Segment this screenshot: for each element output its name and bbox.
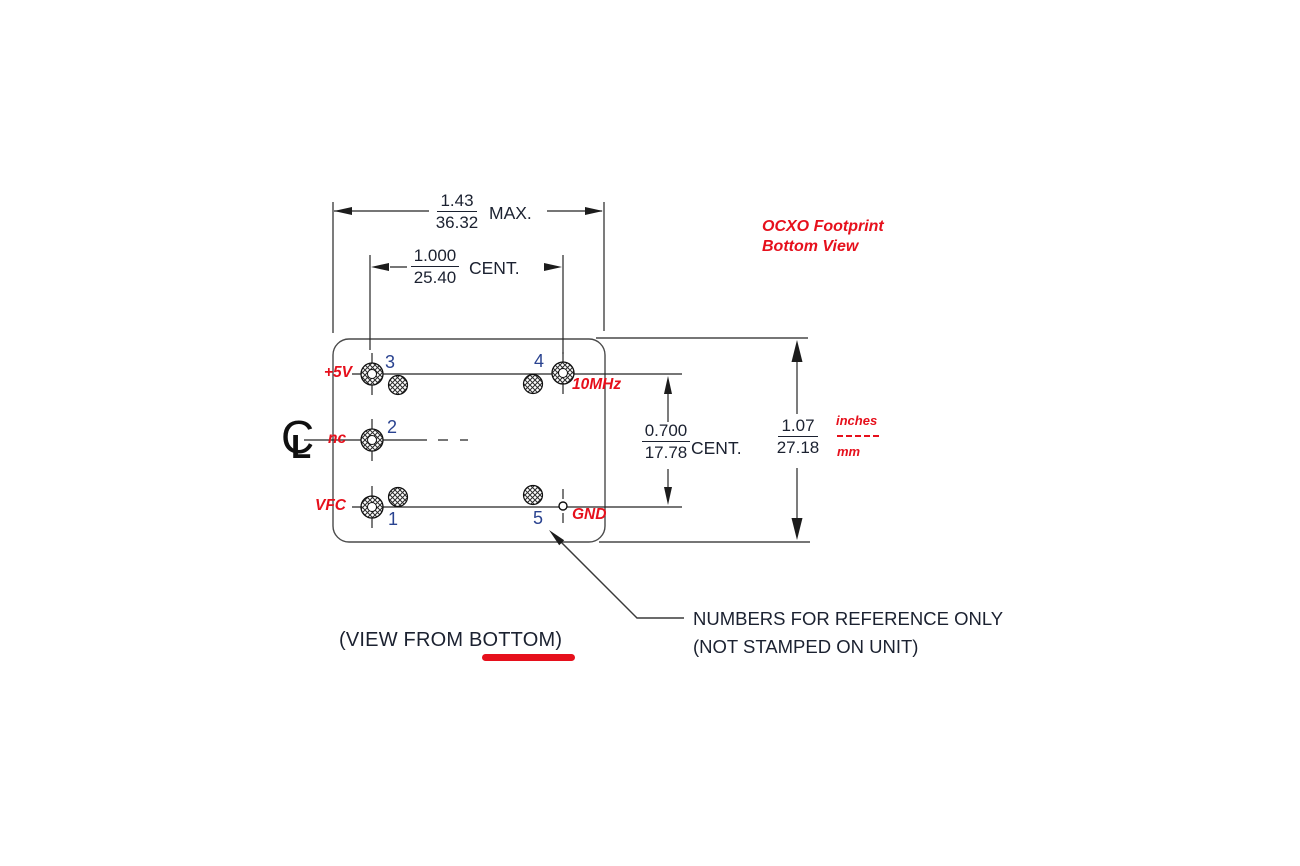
signal-label-vfc: VFC <box>315 497 346 514</box>
drawing-title: OCXO Footprint Bottom View <box>762 217 884 257</box>
pin-number-4: 4 <box>534 351 545 371</box>
dim-height: 1.07 27.18 <box>771 417 825 456</box>
centerline-c: C <box>281 411 315 463</box>
dim-pitch-h-inches: 1.000 <box>410 247 460 267</box>
hole-top-left-icon <box>387 374 409 396</box>
units-legend-mm: mm <box>837 444 861 459</box>
reference-note-line1: NUMBERS FOR REFERENCE ONLY <box>693 608 1004 629</box>
dim-pitch-h: 1.000 25.40 <box>406 247 464 286</box>
dim-pitch-h-qualifier: CENT. <box>469 258 520 278</box>
dim-pitch-v-inches: 0.700 <box>641 422 691 442</box>
dim-pitch-h-mm: 25.40 <box>413 268 457 287</box>
view-caption-underline <box>482 654 575 661</box>
pin-number-1: 1 <box>388 509 399 529</box>
pin2-pad-icon <box>360 428 384 452</box>
pin3-pad-icon <box>360 362 384 386</box>
signal-label-nc: nc <box>328 430 347 447</box>
hole-bottom-right-icon <box>522 484 544 506</box>
hole-top-right-icon <box>522 373 544 395</box>
units-legend-inches: inches <box>836 413 878 428</box>
dim-width: 1.43 36.32 <box>429 192 485 231</box>
units-legend-separator <box>837 435 879 437</box>
dim-pitch-v-qualifier: CENT. <box>691 438 742 458</box>
pin-pads <box>360 361 575 519</box>
pin-number-3: 3 <box>385 352 396 372</box>
pin5-pad-icon <box>558 501 568 511</box>
dim-pitch-v-mm: 17.78 <box>644 443 688 462</box>
dim-height-mm: 27.18 <box>776 438 820 457</box>
mounting-holes <box>387 373 544 508</box>
drawing-title-line1: OCXO Footprint <box>762 218 884 235</box>
dim-width-mm: 36.32 <box>435 213 479 232</box>
dim-height-inches: 1.07 <box>778 417 818 437</box>
view-caption: (VIEW FROM BOTTOM) <box>339 629 563 651</box>
signal-label-gnd: GND <box>572 506 607 523</box>
reference-note-line2: (NOT STAMPED ON UNIT) <box>693 636 919 657</box>
drawing-title-line2: Bottom View <box>762 238 859 255</box>
dim-width-qualifier: MAX. <box>489 203 532 223</box>
signal-label-5v: +5V <box>323 364 352 381</box>
pin1-pad-icon <box>360 495 384 519</box>
pin-number-2: 2 <box>387 417 398 437</box>
pin4-pad-icon <box>551 361 575 385</box>
hole-bottom-left-icon <box>387 486 409 508</box>
dimension-arrows <box>334 207 803 540</box>
centerline-l: L <box>291 428 312 465</box>
note-leader-arrow <box>549 530 684 619</box>
signal-label-10mhz: 10MHz <box>572 376 622 393</box>
dim-pitch-v: 0.700 17.78 <box>637 422 695 461</box>
pin-number-5: 5 <box>533 508 544 528</box>
dim-width-inches: 1.43 <box>437 192 477 212</box>
